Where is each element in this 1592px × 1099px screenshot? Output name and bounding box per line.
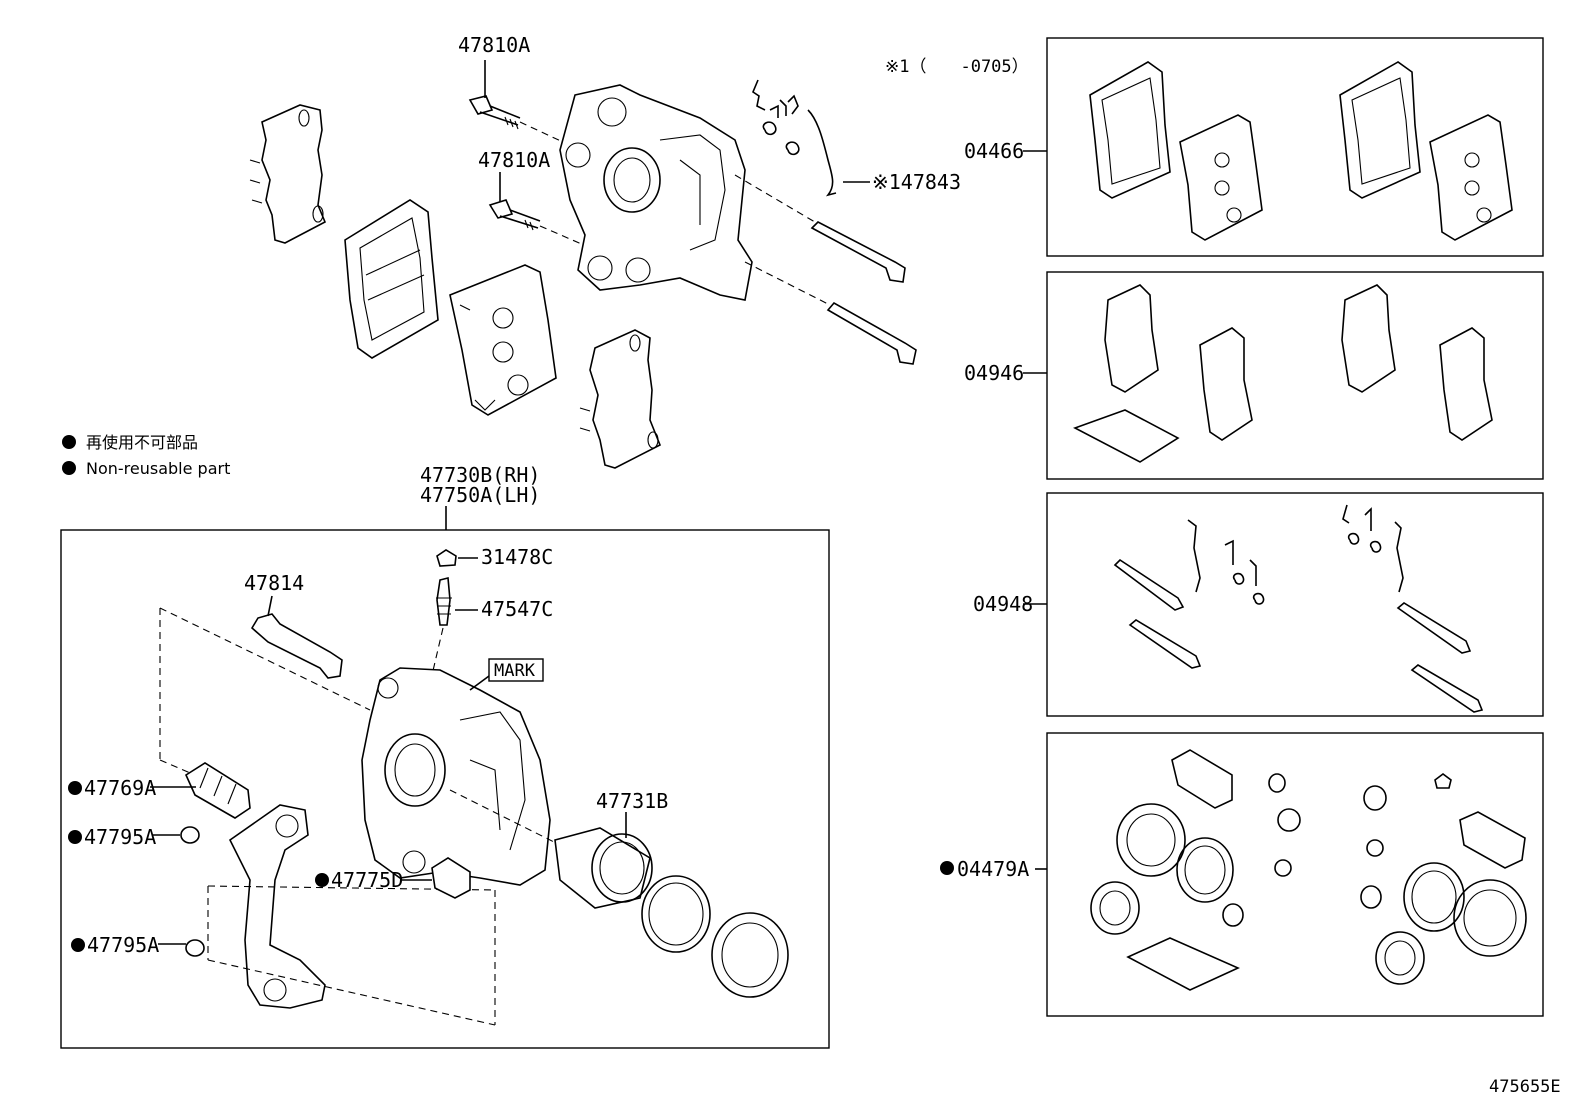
legend-bullet-jp — [62, 435, 76, 449]
bushing-upper-47795A — [180, 826, 200, 844]
label-47775D: 47775D — [331, 868, 403, 892]
label-47769A: 47769A — [84, 776, 156, 800]
brake-pad-inner — [449, 264, 557, 416]
piston-seal — [641, 875, 711, 953]
kit-04948-fitting — [1113, 504, 1484, 713]
piston-dust-ring — [711, 912, 789, 998]
brake-pad-outer — [344, 199, 439, 359]
kit-box-04479A — [1046, 732, 1544, 1017]
pad-springs — [752, 79, 870, 197]
bullet-47769A — [68, 781, 82, 795]
upper-assembly — [249, 60, 917, 469]
label-47814: 47814 — [244, 571, 304, 595]
caliper-mounting — [559, 84, 753, 301]
kit-box-04946 — [1046, 271, 1544, 480]
bullet-47775D — [315, 873, 329, 887]
bolt-upper-47810A — [468, 60, 581, 151]
caliper-exploded-view: MARK — [150, 549, 789, 1026]
slide-pin-upper — [810, 221, 906, 283]
label-04948: 04948 — [973, 592, 1033, 616]
caliper-bracket — [228, 804, 326, 1009]
legend: 再使用不可部品 Non-reusable part — [62, 433, 230, 478]
figure-id: 475655E — [1489, 1077, 1561, 1097]
caliper-assembly-box — [60, 529, 830, 1049]
legend-bullet-en — [62, 461, 76, 475]
label-47731B: 47731B — [596, 789, 668, 813]
label-47750A-LH: 47750A(LH) — [420, 483, 540, 507]
label-47810A-lower: 47810A — [478, 148, 550, 172]
bolt-lower-47810A — [488, 172, 601, 253]
shim-lower — [589, 329, 662, 469]
legend-jp: 再使用不可部品 — [86, 433, 198, 452]
kit-04466-pads — [1089, 61, 1513, 241]
label-47730B-RH: 47730B(RH) — [420, 463, 540, 487]
shim-left — [261, 104, 327, 244]
label-47843: ※147843 — [872, 170, 961, 194]
legend-en: Non-reusable part — [86, 459, 230, 478]
caliper-body — [361, 667, 551, 886]
label-47547C: 47547C — [481, 597, 553, 621]
label-47795A-upper: 47795A — [84, 825, 156, 849]
label-47795A-lower: 47795A — [87, 933, 159, 957]
bleeder-cap — [436, 549, 457, 567]
mark-tag — [488, 658, 544, 682]
kit-box-04948 — [1046, 492, 1544, 717]
label-04479A: 04479A — [957, 857, 1029, 881]
piston-47731B — [554, 812, 653, 909]
slide-pin-47814 — [250, 613, 343, 679]
label-31478C: 31478C — [481, 545, 553, 569]
bullet-47795A-upper — [68, 830, 82, 844]
label-mark: MARK — [494, 661, 536, 681]
bushing-lower-47795A — [185, 939, 205, 957]
bullet-04479A — [940, 861, 954, 875]
label-47810A-upper: 47810A — [458, 33, 530, 57]
kit-04946-shims — [1073, 284, 1493, 463]
bleeder-plug — [436, 576, 451, 626]
slide-boot-47769A — [184, 762, 251, 819]
kit-box-04466 — [1046, 37, 1544, 257]
dust-boot-47775D — [431, 857, 471, 899]
label-04946: 04946 — [964, 361, 1024, 385]
slide-pin-lower — [826, 301, 917, 365]
label-04466: 04466 — [964, 139, 1024, 163]
bullet-47795A-lower — [71, 938, 85, 952]
kit-04479A-cylinder-kit — [1090, 749, 1527, 991]
label-note-ref: ※1（ -0705） — [885, 57, 1029, 77]
